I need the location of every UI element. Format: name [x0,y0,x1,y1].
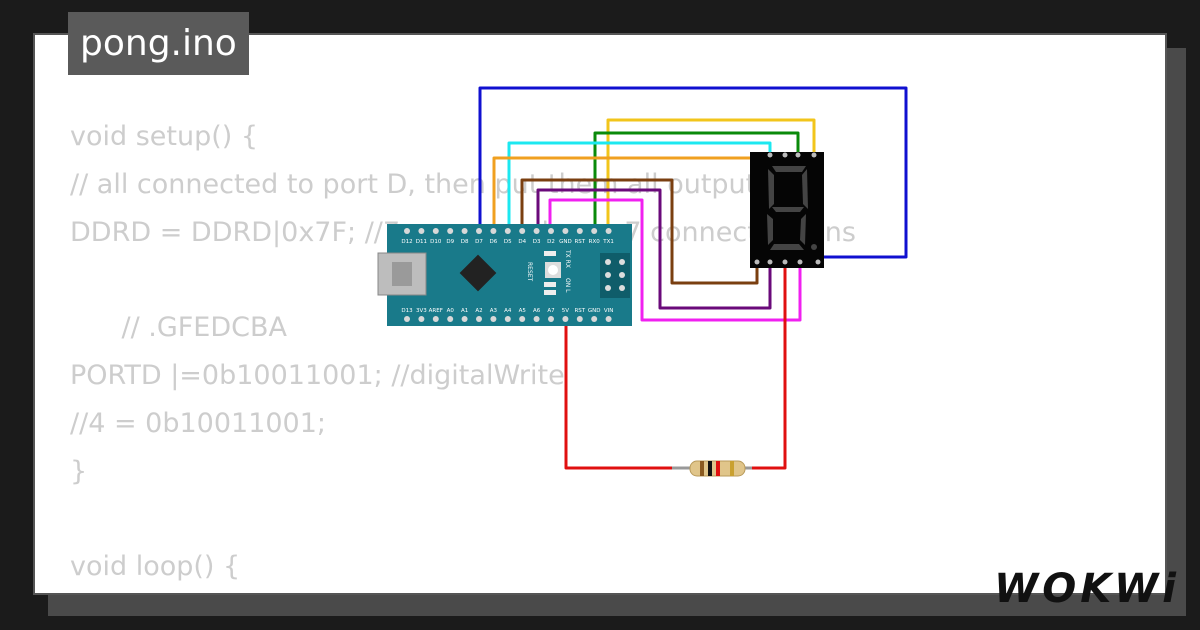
pin-d12[interactable] [404,228,410,234]
pin-d13[interactable] [404,316,410,322]
pin-label: RST [574,239,585,245]
pin-label: D6 [490,239,498,245]
mcu-chip [459,254,497,292]
pin-label: D9 [446,239,454,245]
pin-rst[interactable] [576,228,583,234]
pin-label: RX0 [589,239,601,245]
pin-rx0[interactable] [591,228,598,234]
wire-red-a[interactable] [564,318,680,470]
pin-label: VIN [604,308,614,314]
code-line: // all connected to port D, then put the… [70,168,757,200]
pin-aref[interactable] [432,316,439,322]
pin-a0[interactable] [447,316,454,322]
pin-label: D2 [547,239,555,245]
code-line: } [70,455,88,487]
pin-label: D11 [416,239,427,245]
pin-d10[interactable] [432,228,439,234]
pin-label: GND [559,239,572,245]
pin-rst[interactable] [576,316,583,322]
wire-magenta[interactable] [548,198,802,322]
file-title: pong.ino [68,12,249,75]
pin-label: A7 [547,308,555,314]
wire-purple[interactable] [536,188,772,310]
pin-label: A2 [475,308,482,314]
wire-yellow[interactable] [606,118,816,232]
pin-label: A3 [490,308,498,314]
pin-a4[interactable] [504,316,511,322]
pin-label: A6 [533,308,541,314]
pin-d8[interactable] [461,228,468,234]
pin-label: D8 [461,239,469,245]
wokwi-logo: WOKWi [994,566,1180,612]
code-line: void loop() { [70,551,241,583]
pin-label: AREF [429,308,443,314]
pin-vin[interactable] [605,316,612,322]
pin-label: D4 [518,239,526,245]
usb-connector [377,252,427,296]
pin-label: A5 [519,308,527,314]
pin-label: D12 [401,239,412,245]
pin-label: D3 [533,239,541,245]
pin-d5[interactable] [504,228,511,234]
pin-label: D13 [401,308,413,314]
seven-segment-display[interactable] [750,152,824,268]
pin-d7[interactable] [476,228,482,234]
pin-a1[interactable] [461,316,468,322]
pin-label: A1 [461,308,468,314]
pin-d3[interactable] [533,228,540,234]
on-l-label: ON L [564,278,571,293]
pin-d11[interactable] [418,228,425,234]
pin-tx1[interactable] [605,228,612,234]
pin-d9[interactable] [447,228,454,234]
pin-label: RST [574,308,585,314]
code-line: void setup() { [70,121,259,152]
status-leds [544,251,556,295]
reset-button-cap[interactable] [548,265,558,275]
pin-label: 5V [562,308,569,314]
pin-label: D10 [430,239,442,245]
resistor[interactable] [672,460,752,477]
pin-d2[interactable] [548,228,554,234]
pin-d4[interactable] [519,228,526,234]
reset-label: RESET [526,262,533,282]
pin-label: D7 [475,239,483,245]
pin-label: D5 [504,239,512,245]
code-line: PORTD |=0b10011001; //digitalWrite [70,359,565,391]
pin-label: A0 [447,308,455,314]
pin-a5[interactable] [519,316,526,322]
segments [767,166,817,250]
pin-a3[interactable] [490,316,497,322]
pin-a6[interactable] [533,316,540,322]
wire-red-b[interactable] [745,262,787,470]
pin-label: 3V3 [416,308,427,314]
wire-brown[interactable] [520,178,759,285]
pin-label: TX1 [602,239,614,245]
wire-cyan[interactable] [507,141,772,232]
tx-rx-label: TX RX [564,249,571,268]
pin-gnd[interactable] [562,228,569,234]
pin-a2[interactable] [476,316,482,322]
pin-5v[interactable] [562,316,569,322]
code-line: // .GFEDCBA [70,312,288,344]
pin-d6[interactable] [490,228,497,234]
code-line: //4 = 0b10011001; [70,407,326,439]
wire-blue[interactable] [478,86,908,259]
wire-green[interactable] [593,131,800,232]
pin-label: GND [588,308,601,314]
icsp-header [600,253,630,298]
pin-3v3[interactable] [418,316,425,322]
pin-gnd[interactable] [591,316,598,322]
pin-label: A4 [504,308,512,314]
display-pins [754,152,821,265]
pin-a7[interactable] [548,316,554,322]
